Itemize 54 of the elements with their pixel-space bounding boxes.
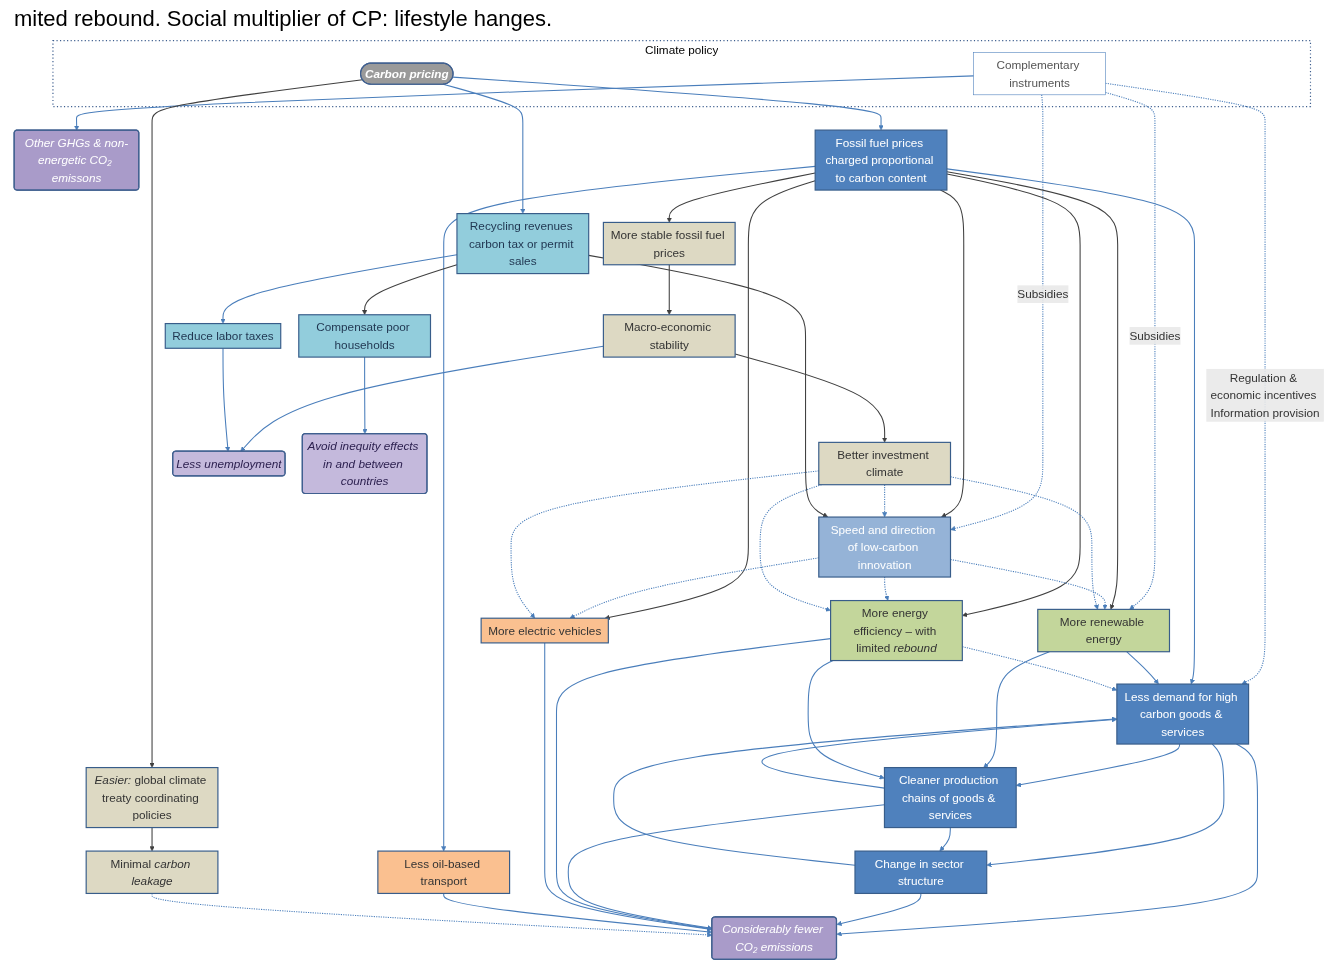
arrow [983,651,1050,768]
arrow [588,254,829,518]
arrow [222,347,231,452]
arrow [1104,82,1266,685]
node-box: More stable fossil fuel prices [602,221,736,266]
node-box: Cleaner production chains of goods & services [883,767,1017,829]
node-box: More electric vehicles [480,617,609,644]
arrow [441,165,816,852]
arrow [986,743,1225,868]
arrow [759,484,831,612]
node-box: Complementary instruments [973,52,1106,96]
edge-label: Subsidies [1129,329,1181,343]
arrow [946,173,1081,618]
arrow [950,558,1108,610]
arrow [884,576,890,601]
arrow [1104,91,1156,610]
node-box: Compensate poor households [298,314,432,358]
node-box: Less demand for high carbon goods & services [1116,683,1250,745]
node-box: More renewable energy [1037,608,1171,653]
arrow [836,892,922,926]
node-box: Fossil fuel prices charged proportional to carbon content [814,129,948,191]
arrow [362,356,368,435]
arrow [1126,651,1159,685]
arrow [149,79,364,768]
arrow [666,264,672,315]
node-box: Less oil-based transport [377,850,511,894]
arrow [939,189,965,518]
edge-label: Regulation & economic incentives Information provision [1210,371,1320,420]
arrow [950,94,1044,531]
node-box: Easier: global climate treaty coordinating policies [85,767,219,829]
arrow [74,75,975,131]
arrow [149,827,155,852]
node-box: Minimal carbon leakage [85,850,219,894]
node-box: Change in sector structure [854,850,988,894]
arrow [950,476,1099,610]
arrow [946,168,1195,685]
note-text: mited rebound. Social multiplier of CP: lifestyle hanges. [14,6,554,32]
arrow [882,484,888,518]
arrow [443,83,526,214]
node-box: Speed and direction of low-carbon innovation [818,516,952,578]
arrow [452,76,884,131]
arrow [946,171,1119,610]
node-box: Macro-economic stability [602,314,736,358]
arrow [836,743,1258,937]
arrow [567,804,885,931]
arrow [240,345,604,452]
arrow [807,660,885,780]
node-box: Recycling revenues carbon tax or permit sales [456,213,590,275]
arrow [666,172,816,223]
node-box: Reduce labor taxes [164,323,282,349]
edge-label: Subsidies [1017,287,1069,301]
node-box: More energy efficiency – with limited rebound [830,599,963,662]
arrow [939,827,951,852]
node-box: Better investment climate [818,441,952,486]
